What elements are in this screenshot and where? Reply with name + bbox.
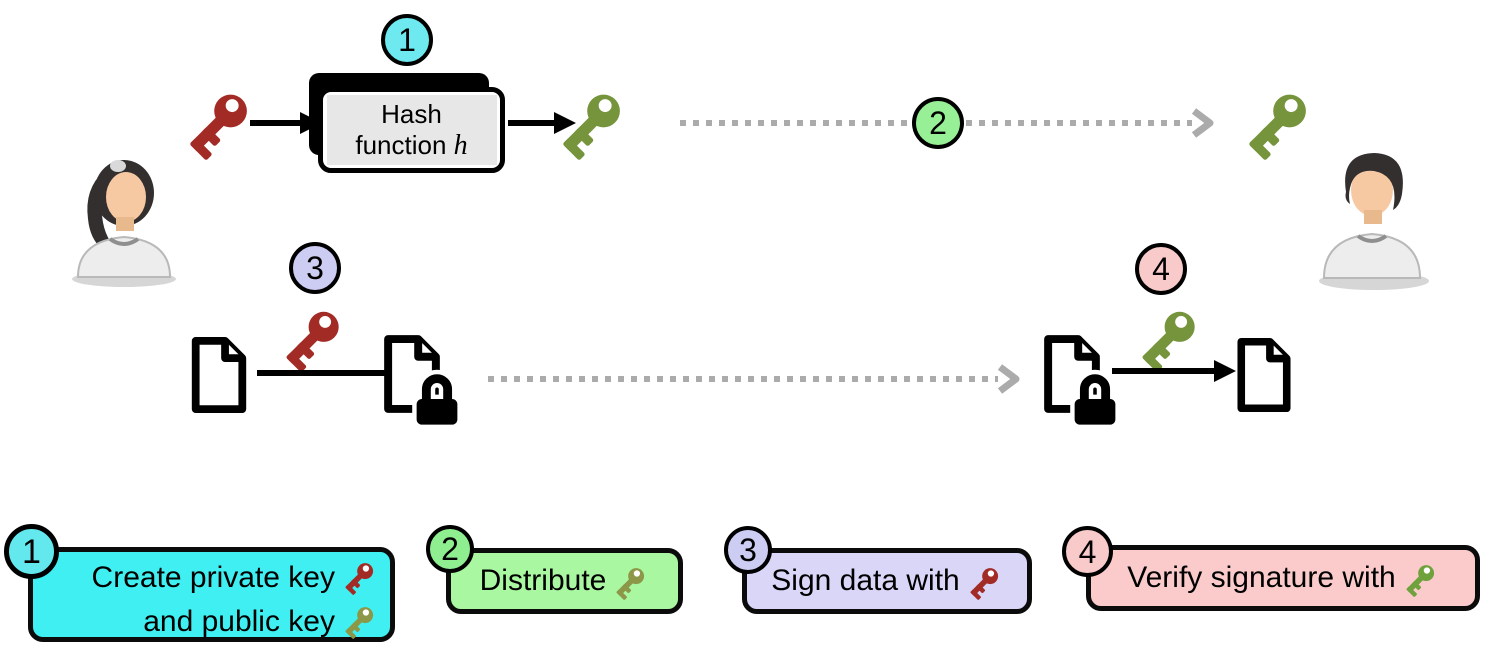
step-4-badge: 4 bbox=[1135, 243, 1187, 295]
step-2-badge: 2 bbox=[912, 97, 964, 149]
legend-step-3: Sign data with bbox=[742, 548, 1032, 614]
public-key-icon bbox=[554, 84, 630, 160]
dotted-arrow-send bbox=[488, 364, 1020, 394]
hash-function-label: Hash function h bbox=[326, 95, 497, 165]
document-icon bbox=[188, 334, 250, 416]
public-key-icon bbox=[612, 563, 649, 600]
legend-1-line2-text: and public key bbox=[143, 605, 335, 638]
legend-4-text: Verify signature with bbox=[1127, 561, 1396, 594]
lock-icon bbox=[408, 368, 466, 430]
arrow-verify bbox=[1112, 360, 1236, 382]
hash-function-box: Hash function h bbox=[318, 87, 505, 173]
arrow-hash-to-key bbox=[508, 112, 576, 134]
hash-symbol: h bbox=[453, 130, 468, 161]
public-key-icon bbox=[341, 602, 378, 639]
receiver-avatar bbox=[1319, 153, 1429, 290]
legend-step-4: Verify signature with bbox=[1086, 545, 1480, 611]
legend-badge-4: 4 bbox=[1062, 526, 1113, 577]
legend-badge-1: 1 bbox=[4, 524, 59, 579]
legend-badge-3: 3 bbox=[724, 526, 772, 574]
legend-1-line1-text: Create private key bbox=[91, 561, 335, 594]
public-key-received-icon bbox=[1240, 84, 1316, 160]
dotted-arrow-distribute bbox=[680, 108, 1214, 138]
private-key-icon bbox=[181, 84, 257, 160]
public-key-icon bbox=[1402, 560, 1439, 597]
legend-2-text: Distribute bbox=[479, 564, 607, 597]
legend-step-2: Distribute bbox=[446, 548, 683, 614]
private-key-icon bbox=[966, 563, 1003, 600]
step-3-badge: 3 bbox=[289, 242, 341, 294]
verified-document-icon bbox=[1234, 335, 1294, 415]
legend-step-1: Create private key and public key bbox=[28, 547, 395, 642]
legend-3-text: Sign data with bbox=[771, 564, 960, 597]
private-key-icon bbox=[341, 558, 378, 595]
step-1-badge: 1 bbox=[381, 14, 433, 66]
sender-avatar bbox=[72, 160, 176, 287]
legend-badge-2: 2 bbox=[426, 525, 474, 573]
signed-document-icon bbox=[380, 332, 472, 428]
